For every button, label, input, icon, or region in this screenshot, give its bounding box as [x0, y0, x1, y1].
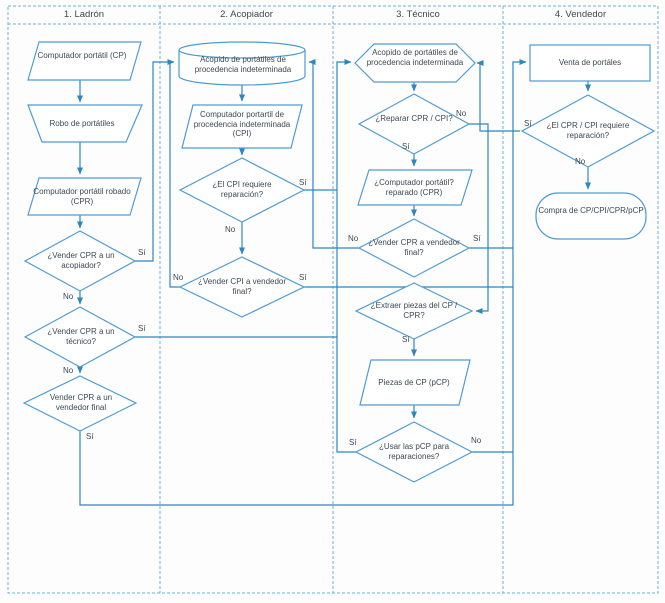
node-acopio-acopiador-top [178, 41, 306, 59]
node-cp-shape [27, 41, 142, 81]
edge-vendercpi-no-cilindro [169, 62, 180, 288]
node-vender-cpr-shape [357, 218, 471, 278]
edge-reparar-no-extraer [469, 123, 489, 314]
edge-usar-si-hexagono [336, 59, 358, 453]
lane-grid [7, 5, 659, 594]
node-cpr-shape [27, 177, 142, 216]
node-cpi-reparacion-shape [178, 157, 306, 223]
node-cpr-reparado-shape [357, 169, 473, 206]
node-acopio-tecnico-shape [354, 43, 476, 83]
edge-vendedorfinal-si-venta [79, 59, 527, 506]
shapes [22, 41, 656, 483]
node-usar-pcp-shape [354, 421, 474, 483]
node-cpr-cpi-reparacion-shape [520, 94, 656, 168]
node-piezas-shape [359, 359, 471, 406]
node-vender-cpi-shape [178, 256, 306, 318]
node-venta-shape [529, 44, 651, 82]
node-vender-final-ladron-shape [22, 375, 138, 432]
edge-acopiador-si-cilindro [135, 59, 175, 262]
edge-vendercpr-no-cilindro [308, 59, 359, 249]
node-acopio-acopiador-shape [178, 50, 306, 86]
connectors [77, 59, 591, 506]
node-reparar-shape [357, 93, 471, 155]
node-vender-acopiador-shape [23, 230, 137, 292]
node-vender-tecnico-shape [23, 306, 137, 368]
edge-lane4-si-hexagono [476, 60, 520, 132]
node-extraer-shape [354, 282, 474, 340]
node-robo-shape [27, 104, 143, 143]
node-cpi-shape [181, 104, 303, 149]
node-compra-shape [535, 192, 647, 240]
